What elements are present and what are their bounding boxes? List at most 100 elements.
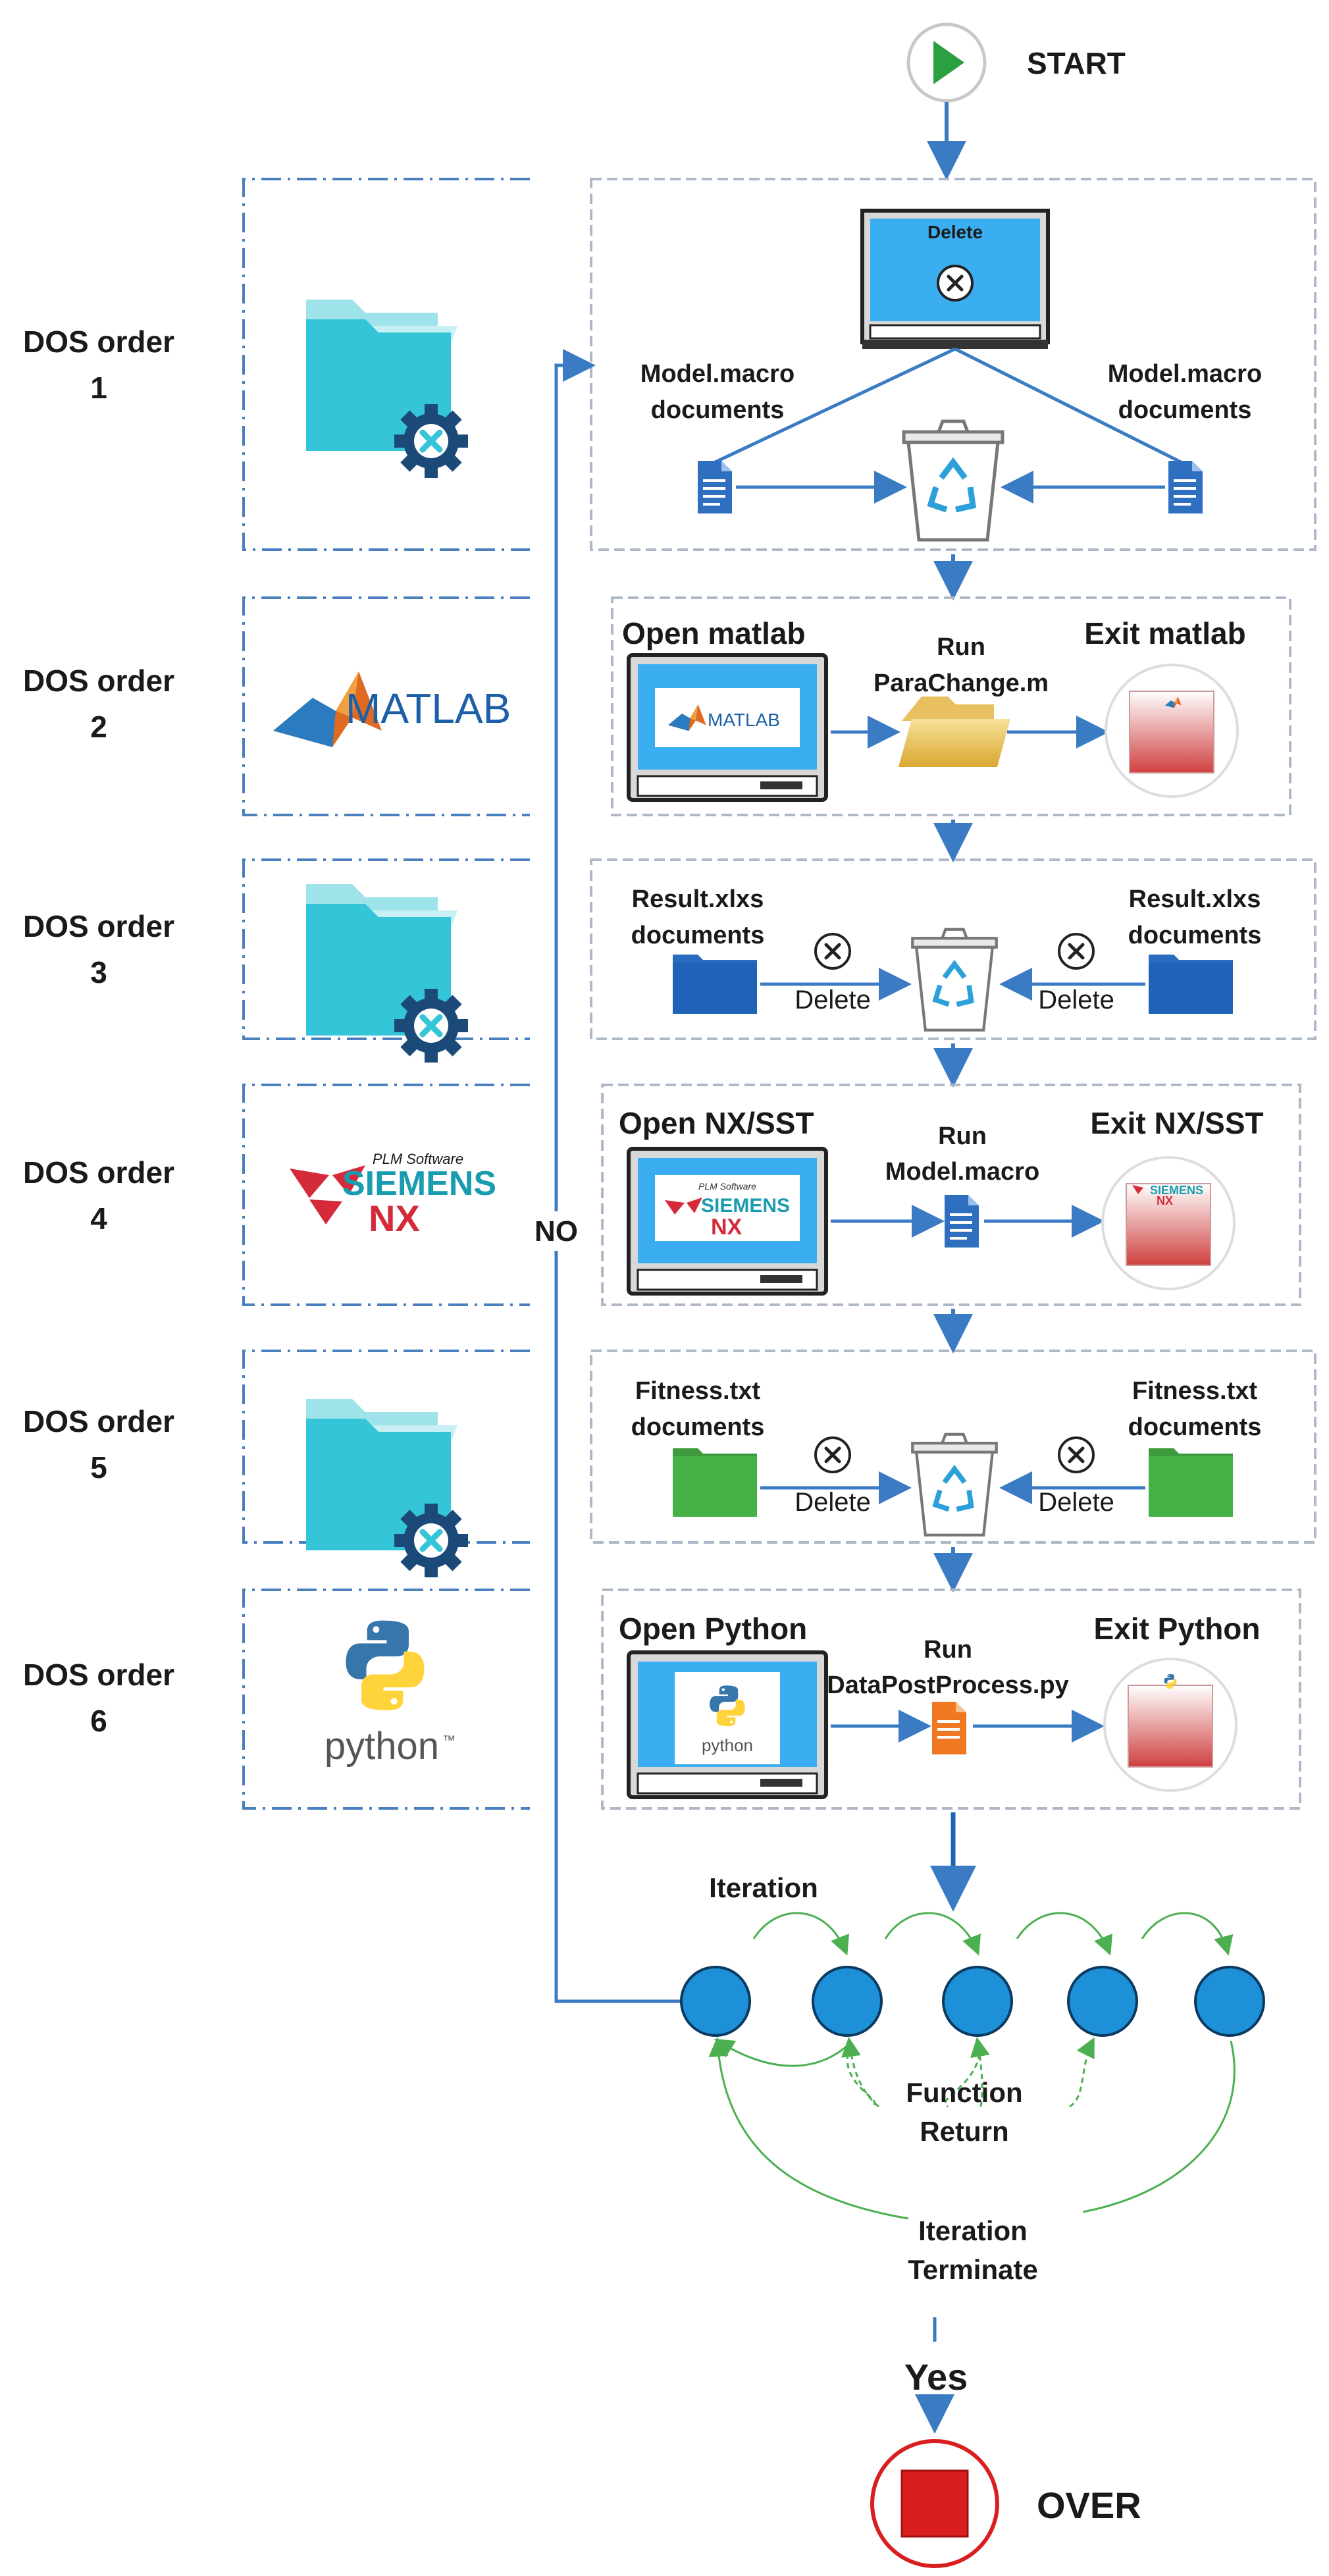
svg-text:Result.xlxs: Result.xlxs (1129, 885, 1261, 913)
iteration-node-3 (942, 1966, 1013, 2037)
svg-text:PLM Software: PLM Software (698, 1181, 756, 1192)
svg-text:PLM Software: PLM Software (373, 1151, 463, 1167)
recycle-bin-icon (904, 421, 1003, 540)
svg-text:Fitness.txt: Fitness.txt (635, 1377, 760, 1405)
fitness-label-left: Fitness.txt documents (631, 1377, 765, 1441)
svg-text:ParaChange.m: ParaChange.m (873, 670, 1049, 697)
run-parachange-label: Run ParaChange.m (873, 633, 1049, 697)
svg-text:DOS order: DOS order (23, 1404, 174, 1438)
svg-text:documents: documents (631, 1413, 765, 1441)
svg-text:4: 4 (90, 1201, 107, 1236)
svg-text:SIEMENS: SIEMENS (701, 1195, 790, 1217)
monitor-siemens-icon: PLM Software SIEMENS NX (629, 1149, 826, 1294)
dos-order-label-5: DOS order 5 (23, 1404, 174, 1485)
dos-order-label-4: DOS order 4 (23, 1155, 174, 1236)
folder-blue-icon-right (1149, 955, 1233, 1014)
svg-text:DOS order: DOS order (23, 664, 174, 698)
recycle-bin-icon-5 (912, 1434, 997, 1535)
svg-text:Result.xlxs: Result.xlxs (632, 885, 764, 913)
folder-blue-icon-left (673, 955, 757, 1014)
svg-text:DataPostProcess.py: DataPostProcess.py (827, 1671, 1069, 1699)
iteration-node-1 (680, 1966, 751, 2037)
folder-green-icon-right (1149, 1448, 1233, 1517)
svg-text:documents: documents (651, 396, 785, 424)
exit-siemens-icon: SIEMENS NX (1101, 1156, 1236, 1290)
no-feedback-arrow (554, 349, 711, 2003)
model-macro-label-right: Model.macro documents (1108, 360, 1262, 424)
folder-gear-icon-3 (306, 1399, 468, 1577)
svg-text:Run: Run (937, 633, 985, 661)
delete-x-icon-left (816, 934, 850, 968)
svg-text:Open matlab: Open matlab (622, 616, 806, 650)
delete-x-icon-left-5 (816, 1438, 850, 1472)
step6-box: Open Python python Run DataPostProcess.p… (601, 1589, 1301, 1810)
folder-yellow-icon (899, 697, 1010, 767)
svg-text:Run: Run (938, 1122, 987, 1150)
document-orange-icon (932, 1702, 966, 1754)
monitor-matlab-icon: MATLAB (629, 655, 826, 800)
svg-text:Model.macro: Model.macro (885, 1158, 1039, 1186)
svg-text:Run: Run (924, 1636, 972, 1664)
svg-text:Delete: Delete (1038, 1488, 1114, 1517)
svg-text:Exit NX/SST: Exit NX/SST (1090, 1106, 1263, 1140)
svg-text:SIEMENS: SIEMENS (342, 1165, 496, 1203)
python-logo: python ™ (325, 1620, 456, 1768)
iteration-terminate-label: Iteration Terminate (908, 2215, 1038, 2285)
svg-text:DOS order: DOS order (23, 325, 174, 359)
svg-text:Model.macro: Model.macro (640, 360, 795, 388)
delete-x-icon-right-5 (1059, 1438, 1093, 1472)
dos-order-label-1: DOS order 1 (23, 325, 174, 405)
iteration-arcs (708, 1912, 1236, 2220)
dos-order-label-6: DOS order 6 (23, 1658, 174, 1738)
run-datapostprocess-label: Run DataPostProcess.py (827, 1636, 1069, 1699)
iteration-node-4 (1067, 1966, 1138, 2037)
no-label-bg (527, 1211, 586, 1251)
dos-order-label-2: DOS order 2 (23, 664, 174, 744)
step4-box: Open NX/SST PLM Software SIEMENS NX Run … (601, 1084, 1301, 1306)
svg-text:MATLAB: MATLAB (708, 710, 780, 730)
svg-text:documents: documents (1118, 396, 1252, 424)
svg-text:Delete: Delete (795, 986, 871, 1014)
monitor-python-icon: python (629, 1652, 826, 1797)
dos-order-label-3: DOS order 3 (23, 909, 174, 989)
svg-text:DOS order: DOS order (23, 1155, 174, 1190)
svg-text:Fitness.txt: Fitness.txt (1132, 1377, 1257, 1405)
svg-text:MATLAB: MATLAB (346, 685, 511, 732)
svg-text:START: START (1027, 46, 1126, 80)
document-icon-right (1168, 461, 1203, 513)
over-node: OVER (870, 2439, 1141, 2568)
siemens-nx-logo: PLM Software SIEMENS NX (290, 1151, 496, 1239)
svg-text:DOS order: DOS order (23, 909, 174, 943)
svg-text:2: 2 (90, 710, 107, 744)
run-model-macro-label: Run Model.macro (885, 1122, 1039, 1186)
exit-python-icon (1103, 1658, 1238, 1792)
iteration-node-5 (1194, 1966, 1265, 2037)
svg-text:Exit matlab: Exit matlab (1084, 616, 1245, 650)
delete-x-icon-right (1059, 934, 1093, 968)
svg-text:6: 6 (90, 1704, 107, 1738)
step3-box: Result.xlxs documents Result.xlxs docume… (590, 858, 1316, 1040)
svg-text:5: 5 (90, 1450, 107, 1485)
svg-text:™: ™ (442, 1733, 456, 1748)
step1-box: Delete Model.macro documents Model.macro… (590, 178, 1316, 551)
model-macro-label-left: Model.macro documents (640, 360, 795, 424)
exit-matlab-icon (1105, 664, 1239, 798)
svg-text:documents: documents (631, 922, 765, 949)
svg-text:Function: Function (906, 2077, 1022, 2108)
folder-gear-icon-2 (306, 884, 468, 1063)
svg-text:Open NX/SST: Open NX/SST (619, 1106, 814, 1140)
svg-text:DOS order: DOS order (23, 1658, 174, 1692)
svg-text:NX: NX (369, 1197, 420, 1239)
iteration-label: Iteration (709, 1872, 818, 1903)
svg-text:Delete: Delete (795, 1488, 871, 1517)
step2-box: Open matlab MATLAB Run ParaChange.m Exit… (611, 596, 1291, 816)
start-node: START (906, 22, 1126, 103)
svg-text:SIEMENS: SIEMENS (1150, 1184, 1203, 1197)
matlab-logo: MATLAB (273, 671, 511, 747)
folder-green-icon-left (673, 1448, 757, 1517)
svg-text:OVER: OVER (1037, 2484, 1141, 2526)
svg-text:3: 3 (90, 955, 107, 989)
svg-text:Terminate: Terminate (908, 2254, 1038, 2285)
svg-text:documents: documents (1128, 922, 1262, 949)
